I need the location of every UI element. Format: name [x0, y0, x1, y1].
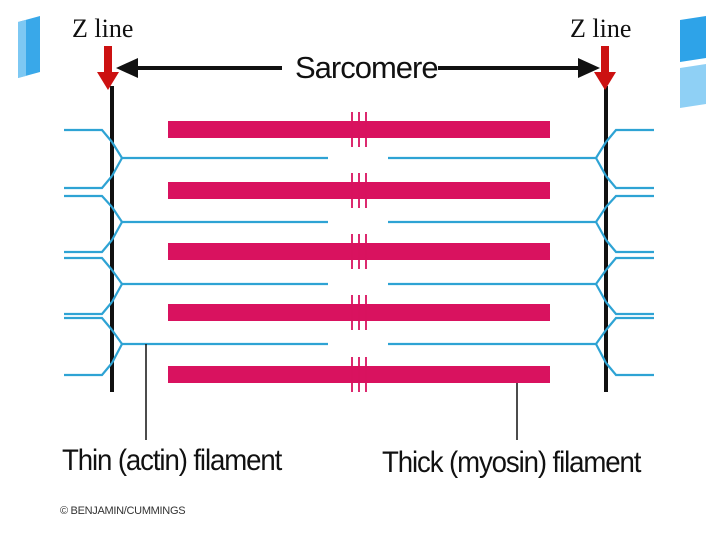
z-line-marker-right	[594, 46, 616, 90]
thick-filament-label: Thick (myosin) filament	[382, 446, 641, 479]
sarcomere-span-arrow	[116, 58, 600, 78]
sarcomere-label: Sarcomere	[295, 50, 439, 85]
z-line-label-left: Z line	[72, 14, 134, 43]
z-line-label-right: Z line	[570, 14, 632, 43]
thin-filaments	[64, 128, 654, 377]
corner-decoration-left	[18, 16, 40, 78]
thin-filament-label: Thin (actin) filament	[62, 444, 282, 477]
copyright-notice: © BENJAMIN/CUMMINGS	[60, 505, 186, 517]
corner-decoration-right	[680, 16, 706, 108]
m-line-ticks	[351, 112, 367, 392]
z-line-marker-left	[97, 46, 119, 90]
